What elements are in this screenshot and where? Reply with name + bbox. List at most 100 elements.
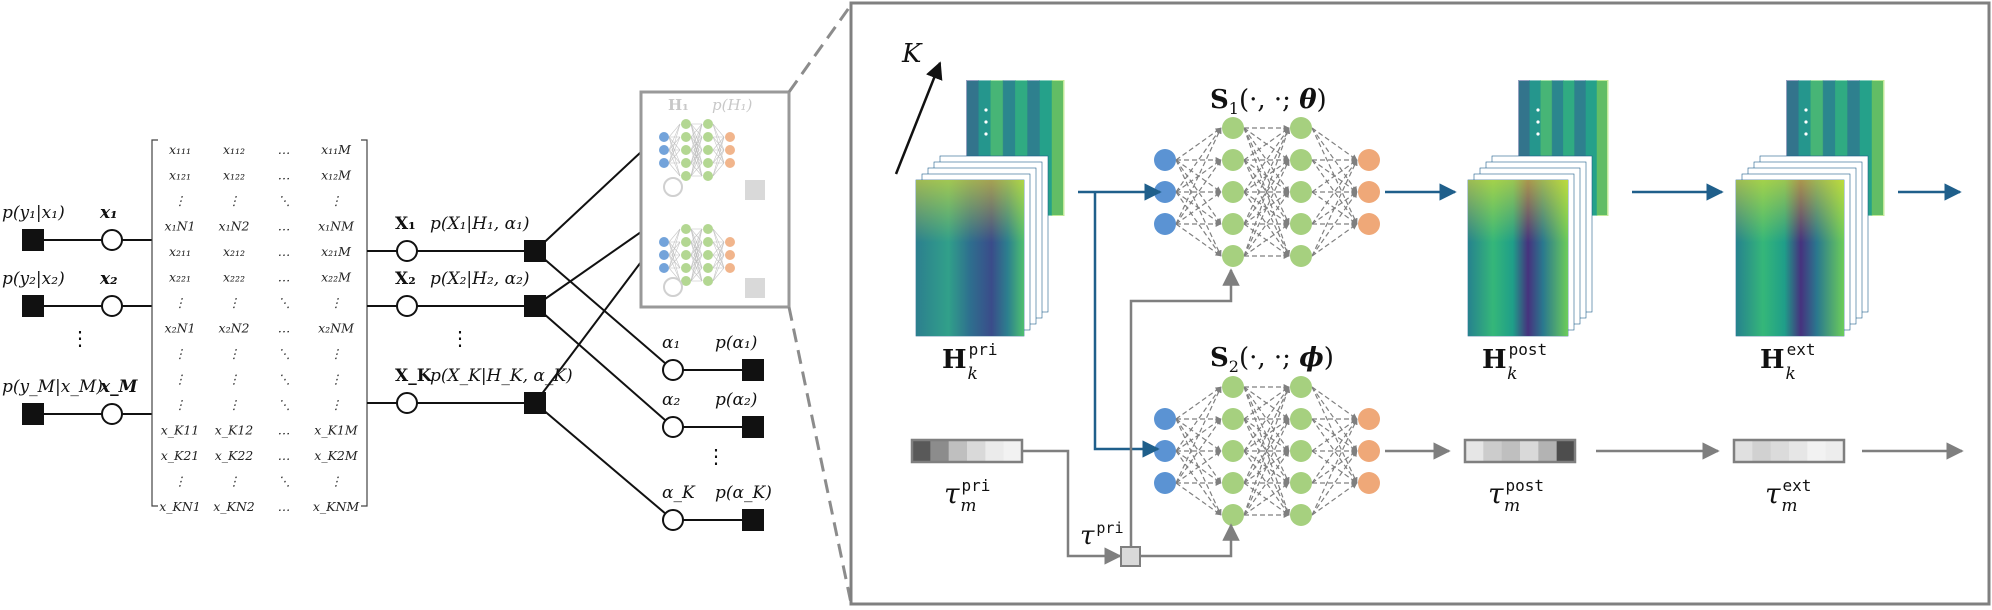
tau-ext-bar-cell xyxy=(1789,440,1808,462)
obs-variable-label: x₁ xyxy=(99,203,118,223)
s2-net-edge xyxy=(1311,418,1358,516)
s1-net-edge xyxy=(1175,159,1222,257)
zoom-connector-top xyxy=(787,4,853,93)
matrix-cell: x₁₂₁ xyxy=(169,168,191,183)
s1-net-edge xyxy=(1243,127,1290,225)
s2-net-edge xyxy=(1175,418,1222,516)
s1-net-edge xyxy=(1243,191,1290,257)
thumb-net1-input-node xyxy=(659,132,669,142)
s1-net-edge xyxy=(1175,191,1222,225)
likelihood-factor-label: p(X₁|H₁, α₁) xyxy=(430,214,530,234)
observation-factor-graph: p(y₁|x₁)x₁p(y₂|x₂)x₂p(y_M|x_M)x_M⋮ xyxy=(2,203,152,425)
s1-net-input-node xyxy=(1154,213,1176,235)
heatmap-stacks xyxy=(915,79,1885,337)
matrix-cell: ⋮ xyxy=(330,397,343,412)
hpri-to-s2-arrow xyxy=(1093,192,1160,458)
tau-ext-bar-cell xyxy=(1825,440,1845,462)
s1-net-edge xyxy=(1243,223,1290,257)
s2-net-edge xyxy=(1243,386,1291,516)
matrix-cell: x₂₁₁ xyxy=(169,244,191,259)
alpha-variable-node xyxy=(662,509,684,531)
matrix-cell: ⋮ xyxy=(174,372,187,387)
h-post-stack-back-stripe xyxy=(1551,80,1564,216)
matrix-cell: ⋮ xyxy=(330,372,343,387)
matrix-cell: x₁N2 xyxy=(219,219,250,234)
matrix-cell: ⋮ xyxy=(228,372,241,387)
likelihood-variable-node xyxy=(396,392,418,414)
thumb-net2-edge xyxy=(712,228,725,243)
thumb-net1-hidden-node xyxy=(703,119,713,129)
network-thumbnail: H₁ p(H₁) xyxy=(639,90,791,309)
h-ext-stack xyxy=(1735,79,1885,337)
s2-net-edge xyxy=(1175,482,1222,516)
thumb-net1-output-node xyxy=(725,132,735,142)
matrix-cell: x₁N1 xyxy=(165,219,196,234)
h-post-stack-back-stripe xyxy=(1518,80,1530,216)
obs-variable-node xyxy=(101,295,123,317)
matrix-cell: … xyxy=(278,168,291,183)
obs-variable-label: x_M xyxy=(99,377,139,397)
s1-net-edge xyxy=(1311,159,1358,257)
matrix-cell: ⋮ xyxy=(174,295,187,310)
s1-net-edge xyxy=(1243,159,1290,193)
s2-net-edge xyxy=(1175,386,1222,484)
s2-net-edge xyxy=(1243,450,1290,516)
thumb-net1-edge xyxy=(712,149,725,177)
alpha-variable-node xyxy=(662,416,684,438)
s2-net-hidden-node xyxy=(1290,504,1312,526)
s2-net-edge xyxy=(1243,450,1290,484)
s2-net-edge xyxy=(1243,386,1290,484)
tau-post-bar-cell xyxy=(1483,440,1503,462)
matrix-cell: ⋮ xyxy=(174,474,187,489)
thumb-net2-output-node xyxy=(725,237,735,247)
s1-net-edge xyxy=(1311,159,1358,225)
s2-net-output-node xyxy=(1358,472,1380,494)
thumb-net2-edge xyxy=(712,241,725,256)
thumb-net2-hidden-node xyxy=(703,237,713,247)
matrix-cell: x₂NM xyxy=(318,321,355,336)
matrix-cell: x_KN1 xyxy=(159,499,201,514)
s1-net-edge xyxy=(1243,159,1290,225)
s2-net-edge xyxy=(1311,386,1358,484)
likelihood-variable-label: X₁ xyxy=(395,214,416,234)
s2-net-edge xyxy=(1243,418,1290,484)
alpha-vdots: ⋮ xyxy=(706,444,726,468)
data-flow xyxy=(1022,183,1964,567)
matrix-cell: x₁₂M xyxy=(321,168,352,183)
thumb-net2-edge xyxy=(690,254,703,282)
thumb-net2-hidden-node xyxy=(681,276,691,286)
matrix-cell: ⋮ xyxy=(330,193,343,208)
matrix-cell: ⋱ xyxy=(278,474,291,489)
likelihood-variable-node xyxy=(396,295,418,317)
s1-net-edge xyxy=(1175,159,1222,225)
s1-net-hidden-node xyxy=(1290,149,1312,171)
thumb-net2-edge xyxy=(712,254,725,282)
matrix-cell: ⋱ xyxy=(278,346,291,361)
matrix-cell: x₁₁₂ xyxy=(223,142,245,157)
obs-factor xyxy=(22,403,44,425)
s1-net-edge xyxy=(1243,127,1290,193)
s2-net-edge xyxy=(1243,386,1290,420)
s2-net-edge xyxy=(1175,386,1222,420)
thumb-net1-input-node xyxy=(659,158,669,168)
obs-factor xyxy=(22,229,44,251)
matrix-cell: ⋮ xyxy=(228,193,241,208)
matrix-cell: x₂₁₂ xyxy=(223,244,245,259)
s2-net-edge xyxy=(1243,386,1290,484)
thumb-net2-output-node xyxy=(725,263,735,273)
thumb-net1-hidden-node xyxy=(703,171,713,181)
matrix-cell: ⋮ xyxy=(228,397,241,412)
tau-post-bar-cell xyxy=(1538,440,1558,462)
s2-net-input-node xyxy=(1154,440,1176,462)
thumb-net2-input-node xyxy=(659,250,669,260)
s1-net-edge xyxy=(1243,159,1290,225)
s2-net-output-node xyxy=(1358,440,1380,462)
s2-net-hidden-node xyxy=(1222,408,1244,430)
tau-ext-bar-cell xyxy=(1807,440,1827,462)
thumb-net1-edge xyxy=(690,136,703,177)
thumb-net1-hidden-node xyxy=(681,158,691,168)
s1-net-edge xyxy=(1311,127,1358,161)
s1-net-edge xyxy=(1175,191,1222,257)
